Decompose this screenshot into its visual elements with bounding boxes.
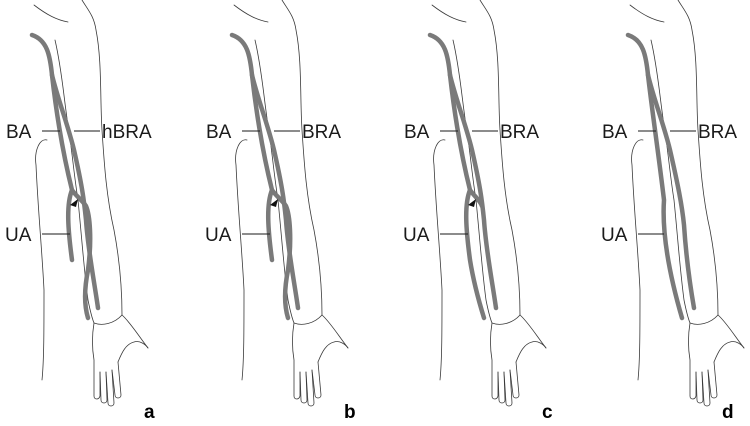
label-bra: BRA [500, 122, 539, 143]
brachial-artery [625, 32, 685, 321]
label-bra: BRA [698, 122, 737, 143]
label-bra: BRA [302, 122, 341, 143]
arrowhead-marker [468, 199, 476, 207]
panel-letter: d [722, 402, 734, 423]
panel-letter: a [144, 402, 155, 423]
label-ba: BA [6, 122, 32, 143]
label-ba: BA [602, 122, 628, 143]
ulnar-artery [463, 187, 487, 321]
panel-letter: c [542, 402, 553, 423]
label-ua: UA [5, 225, 32, 246]
label-ba: BA [206, 122, 232, 143]
brachioradial-artery [249, 72, 301, 311]
panel-a: BA hBRA UA a [5, 0, 155, 423]
panel-b: BA BRA UA b [205, 0, 356, 423]
brachioradial-artery [49, 72, 101, 311]
arrowhead-marker [70, 199, 78, 207]
panel-c: BA BRA UA c [403, 0, 553, 423]
label-ua: UA [601, 225, 628, 246]
brachioradial-artery [447, 72, 499, 311]
panel-d: BA BRA UA d [601, 0, 745, 423]
arrowhead-marker [270, 199, 278, 207]
label-ua: UA [205, 225, 232, 246]
ulnar-artery [265, 187, 293, 321]
ulnar-artery [65, 187, 93, 321]
label-ba: BA [404, 122, 430, 143]
label-hbra: hBRA [102, 122, 152, 143]
brachioradial-artery [645, 72, 697, 311]
label-ua: UA [403, 225, 430, 246]
panel-letter: b [344, 402, 356, 423]
